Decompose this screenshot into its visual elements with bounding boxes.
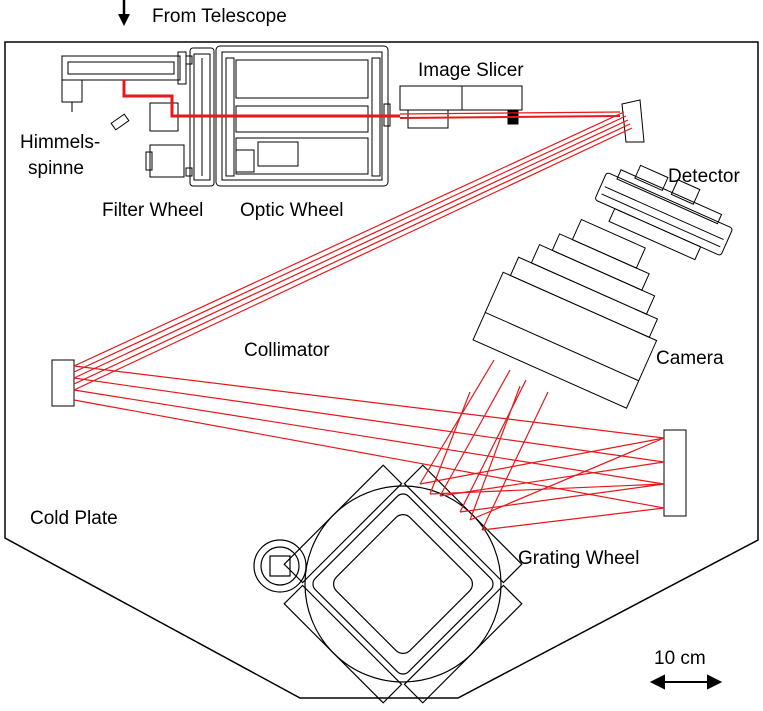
fold-mirror	[663, 429, 687, 517]
camera	[472, 218, 659, 409]
label-grating-wheel: Grating Wheel	[518, 548, 640, 569]
detector	[595, 164, 733, 261]
label-camera: Camera	[656, 348, 724, 369]
label-himmelsspinne-2: spinne	[28, 158, 84, 179]
from-telescope-arrow	[118, 0, 130, 26]
pickoff-mirror	[621, 99, 645, 143]
light-beams	[73, 80, 665, 531]
cold-plate-outline	[4, 41, 759, 699]
label-himmelsspinne-1: Himmels-	[20, 132, 101, 153]
collimator-mirror	[51, 359, 75, 407]
image-slicer	[399, 85, 523, 129]
label-detector: Detector	[668, 166, 740, 187]
label-from-telescope: From Telescope	[152, 6, 287, 27]
label-scale-bar: 10 cm	[654, 648, 706, 669]
label-collimator: Collimator	[244, 340, 330, 361]
label-optic-wheel: Optic Wheel	[240, 200, 344, 221]
himmelsspinne	[61, 51, 187, 178]
label-cold-plate: Cold Plate	[30, 508, 118, 529]
scale-bar-arrow	[649, 674, 723, 690]
label-image-slicer: Image Slicer	[418, 60, 524, 81]
grating-wheel	[253, 464, 523, 704]
label-filter-wheel: Filter Wheel	[102, 200, 204, 221]
